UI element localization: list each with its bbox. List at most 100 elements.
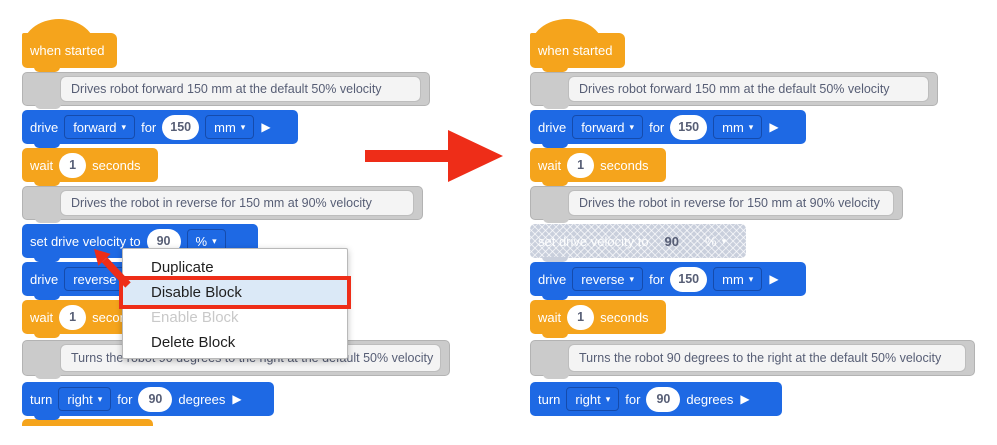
seconds-input[interactable]: 1	[59, 304, 87, 330]
turn-block[interactable]: turn right ▾ for 90 degrees ▶	[22, 382, 274, 420]
block-label: drive	[30, 119, 59, 135]
menu-item-enable-block: Enable Block	[151, 309, 239, 326]
block-label: seconds	[600, 309, 649, 325]
comment-block[interactable]: Drives the robot in reverse for 150 mm a…	[530, 186, 903, 223]
block-label: seconds	[600, 157, 649, 173]
comment-bubble[interactable]: Turns the robot 90 degrees to the right …	[568, 344, 966, 372]
distance-input[interactable]: 150	[162, 114, 200, 140]
dropdown-caret-icon: ▾	[629, 273, 635, 284]
comment-bubble[interactable]: Drives the robot in reverse for 150 mm a…	[60, 190, 414, 216]
next-block-partial[interactable]	[22, 419, 153, 426]
direction-dropdown[interactable]: reverse ▾	[572, 267, 644, 291]
dropdown-caret-icon: ▾	[748, 121, 754, 132]
dropdown-value: forward	[73, 119, 117, 135]
comment-block[interactable]: Drives robot forward 150 mm at the defau…	[530, 72, 938, 109]
expand-arrow-icon[interactable]: ▶	[769, 272, 779, 286]
degrees-input[interactable]: 90	[138, 386, 173, 412]
comment-text: Turns the robot 90 degrees to the right …	[579, 351, 942, 365]
dropdown-value: mm	[722, 119, 744, 135]
comment-bubble[interactable]: Drives robot forward 150 mm at the defau…	[568, 76, 929, 102]
block-label: drive	[30, 271, 59, 287]
block-label: degrees	[178, 391, 226, 407]
seconds-input[interactable]: 1	[567, 152, 595, 178]
drive-forward-block[interactable]: drive forward ▾ for 150 mm ▾ ▶	[22, 110, 298, 148]
comment-bubble[interactable]: Drives robot forward 150 mm at the defau…	[60, 76, 421, 102]
disabled-set-velocity-block[interactable]: set drive velocity to 90 % ▾	[530, 224, 746, 262]
menu-item-duplicate[interactable]: Duplicate	[151, 259, 214, 276]
expand-arrow-icon[interactable]: ▶	[261, 120, 271, 134]
dropdown-value: %	[705, 233, 717, 249]
block-label: wait	[538, 309, 562, 325]
comment-text: Drives robot forward 150 mm at the defau…	[71, 82, 382, 96]
block-label: degrees	[686, 391, 734, 407]
block-label: drive	[538, 119, 567, 135]
menu-item-disable-block[interactable]: Disable Block	[119, 276, 351, 309]
dropdown-caret-icon: ▾	[748, 273, 754, 284]
block-label: for	[649, 271, 665, 287]
block-label: seconds	[92, 157, 141, 173]
comment-block[interactable]: Drives the robot in reverse for 150 mm a…	[22, 186, 423, 223]
dropdown-value: right	[575, 391, 601, 407]
when-started-hat-block[interactable]: when started	[530, 19, 625, 72]
seconds-input[interactable]: 1	[59, 152, 87, 178]
hat-label: when started	[30, 43, 105, 58]
block-label: turn	[538, 391, 561, 407]
dropdown-caret-icon: ▾	[629, 121, 635, 132]
block-label: turn	[30, 391, 53, 407]
velocity-value: 90	[664, 233, 680, 249]
block-label: drive	[538, 271, 567, 287]
dropdown-value: mm	[214, 119, 236, 135]
block-label: set drive velocity to	[30, 233, 141, 249]
dropdown-caret-icon: ▾	[121, 121, 127, 132]
dropdown-value: reverse	[581, 271, 625, 287]
block-label: for	[117, 391, 133, 407]
dropdown-caret-icon: ▾	[240, 121, 246, 132]
dropdown-value: %	[195, 233, 208, 249]
drive-forward-block[interactable]: drive forward ▾ for 150 mm ▾ ▶	[530, 110, 806, 148]
comment-text: Drives the robot in reverse for 150 mm a…	[71, 196, 372, 210]
direction-dropdown[interactable]: right ▾	[58, 387, 112, 411]
expand-arrow-icon[interactable]: ▶	[232, 392, 242, 406]
dropdown-value: forward	[581, 119, 625, 135]
block-label: wait	[30, 309, 54, 325]
unit-dropdown[interactable]: % ▾	[705, 234, 726, 249]
dropdown-value: reverse	[73, 271, 117, 287]
block-label: for	[649, 119, 665, 135]
comment-bubble[interactable]: Drives the robot in reverse for 150 mm a…	[568, 190, 894, 216]
block-label: wait	[538, 157, 562, 173]
drive-reverse-block[interactable]: drive reverse ▾ for 150 mm ▾ ▶	[530, 262, 806, 300]
direction-dropdown[interactable]: right ▾	[566, 387, 620, 411]
dropdown-caret-icon: ▾	[212, 235, 217, 246]
dropdown-value: right	[67, 391, 93, 407]
wait-block[interactable]: wait 1 seconds	[530, 148, 666, 186]
distance-input[interactable]: 150	[670, 266, 708, 292]
wait-block[interactable]: wait 1 seconds	[22, 148, 158, 186]
block-label: wait	[30, 157, 54, 173]
seconds-input[interactable]: 1	[567, 304, 595, 330]
unit-dropdown[interactable]: mm ▾	[205, 115, 255, 139]
comment-block[interactable]: Turns the robot 90 degrees to the right …	[530, 340, 975, 379]
unit-dropdown[interactable]: mm ▾	[713, 267, 763, 291]
expand-arrow-icon[interactable]: ▶	[769, 120, 779, 134]
direction-dropdown[interactable]: forward ▾	[64, 115, 136, 139]
context-menu: Duplicate Disable Block Enable Block Del…	[119, 248, 351, 359]
unit-dropdown[interactable]: mm ▾	[713, 115, 763, 139]
dropdown-caret-icon: ▾	[97, 393, 103, 404]
wait-block[interactable]: wait 1 seconds	[530, 300, 666, 338]
degrees-input[interactable]: 90	[646, 386, 681, 412]
direction-dropdown[interactable]: forward ▾	[572, 115, 644, 139]
hat-label: when started	[538, 43, 613, 58]
transition-arrow-icon	[365, 130, 503, 182]
block-label: set drive velocity to	[538, 233, 649, 249]
comment-block[interactable]: Drives robot forward 150 mm at the defau…	[22, 72, 430, 109]
dropdown-caret-icon: ▾	[721, 235, 727, 246]
expand-arrow-icon[interactable]: ▶	[740, 392, 750, 406]
block-label: for	[625, 391, 641, 407]
dropdown-value: mm	[722, 271, 744, 287]
when-started-hat-block[interactable]: when started	[22, 19, 117, 72]
menu-item-delete-block[interactable]: Delete Block	[151, 334, 236, 351]
turn-block[interactable]: turn right ▾ for 90 degrees ▶	[530, 382, 782, 416]
distance-input[interactable]: 150	[670, 114, 708, 140]
